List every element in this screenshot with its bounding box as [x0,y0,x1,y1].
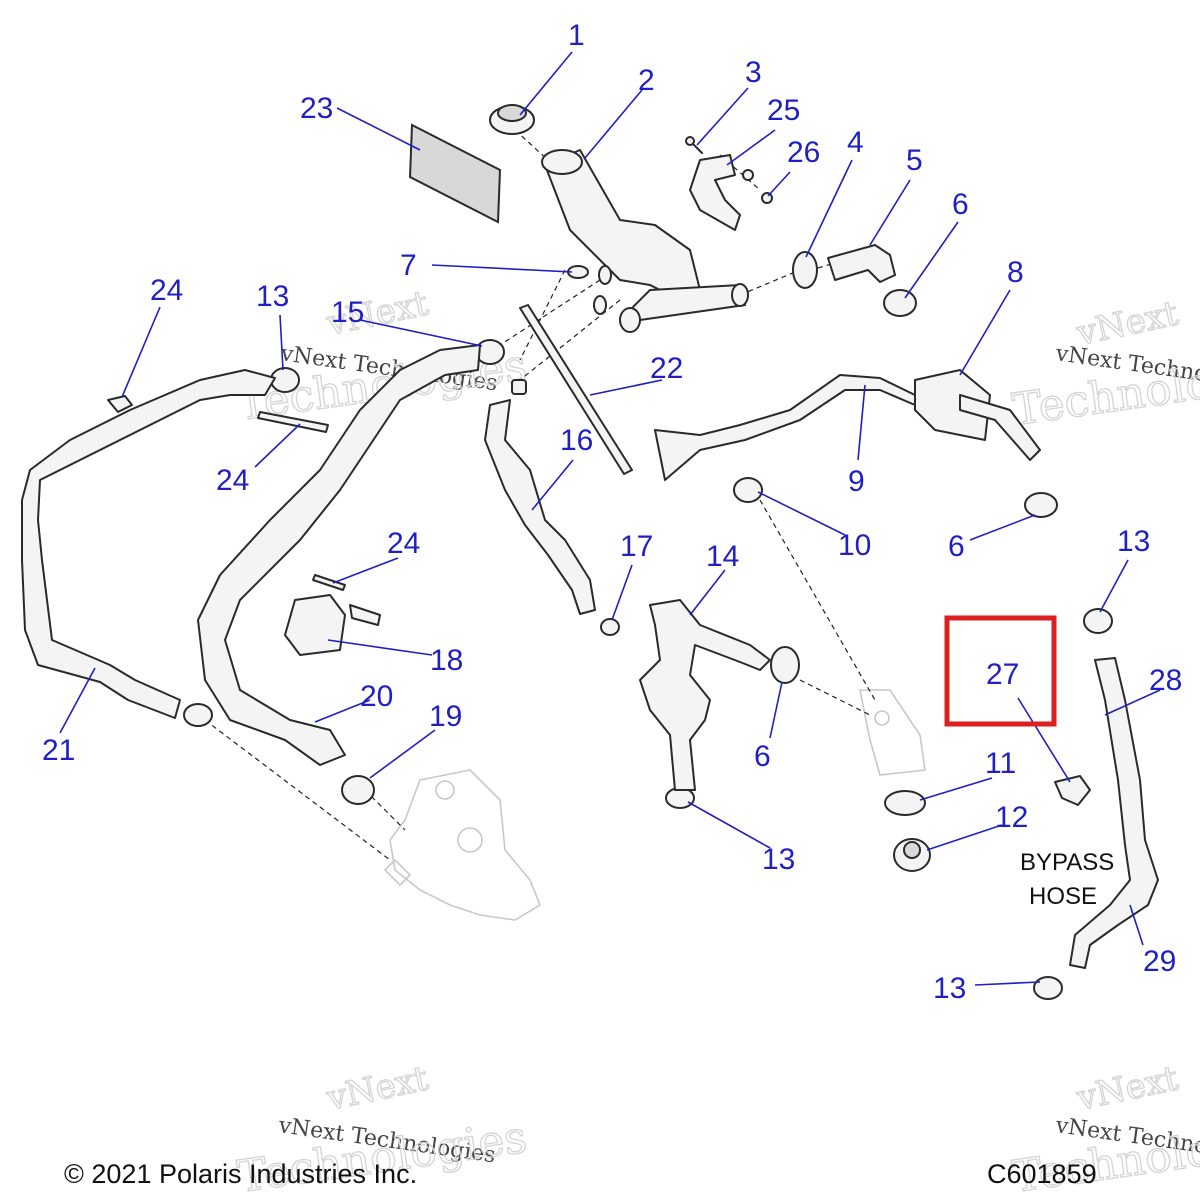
coolant-filler-housing [541,149,749,333]
callout-11: 11 [985,747,1016,780]
hose-clamp [883,289,917,317]
callout-28: 28 [1149,664,1182,697]
hose-clamp [341,775,375,805]
callout-15: 15 [331,296,364,329]
callout-27: 27 [986,658,1019,691]
callout-6b: 6 [948,530,965,563]
leader-lines [59,51,1161,986]
svg-text:vNext: vNext [1073,1058,1182,1119]
callout-26: 26 [787,136,820,169]
engine-housing-ghost [383,689,926,921]
small-clamp [567,265,612,315]
watermark-top-right: vNext vNext Technologies Technologies [1009,293,1200,437]
bypass-hose-note-line2: HOSE [1029,883,1097,910]
callout-16: 16 [560,424,593,457]
callout-6c: 6 [754,740,771,773]
callout-17: 17 [620,530,653,563]
callout-13c: 13 [762,843,795,876]
callout-19: 19 [429,700,462,733]
callout-1: 1 [568,19,585,52]
callout-18: 18 [430,644,463,677]
hose-clamp [1083,608,1113,634]
callout-25: 25 [767,94,800,127]
o-ring [884,790,926,816]
vent-tube [519,304,633,475]
hose-clamp [183,703,213,727]
callout-2: 2 [638,64,655,97]
label-plate [408,123,502,224]
vent-cap [511,379,527,395]
screw [685,136,703,154]
callout-20: 20 [360,680,393,713]
pressure-cap [489,104,535,135]
callout-9: 9 [848,465,865,498]
callout-3: 3 [745,56,762,89]
hose-cap [600,618,620,636]
callout-13b: 13 [1117,525,1150,558]
hose-clamp [733,477,763,503]
hose-clamp [1024,492,1058,518]
callout-5: 5 [906,144,923,177]
overflow-hose [654,374,916,481]
callout-21: 21 [42,734,75,767]
hose-clamp [792,251,818,289]
callout-8: 8 [1007,256,1024,289]
callout-6: 6 [952,188,969,221]
callout-13: 13 [256,280,289,313]
callout-23: 23 [300,92,333,125]
overflow-bottle [914,369,1041,461]
bypass-hose-note: BYPASS [1020,849,1114,876]
callout-4: 4 [847,126,864,159]
callout-14: 14 [706,540,739,573]
svg-text:vNext: vNext [323,1058,432,1119]
copyright: © 2021 Polaris Industries Inc. [64,1159,417,1189]
hose-clip [1054,775,1091,806]
mounting-bracket [689,154,741,231]
callout-24c: 24 [387,527,420,560]
vent-hose [484,399,596,615]
bypass-hose [1069,657,1159,969]
highlight-box [944,615,1057,727]
callout-13d: 13 [933,972,966,1005]
callout-29: 29 [1143,945,1176,978]
hose-clip [107,395,346,591]
radiator-hose-upper [197,344,481,766]
hose-clamp [1033,976,1063,1000]
nut [742,169,773,204]
callout-24b: 24 [216,464,249,497]
hose-clamp [270,367,300,393]
callout-7: 7 [400,249,417,282]
thermostat [893,838,931,872]
callout-12: 12 [995,801,1028,834]
callout-10: 10 [838,529,871,562]
callout-22: 22 [650,352,683,385]
diagram-id: C601859 [987,1159,1097,1189]
coolant-hose [639,599,771,791]
coolant-pipe [21,369,276,719]
callout-24: 24 [150,274,183,307]
hose-clamp [770,646,800,684]
elbow-hose [827,244,896,283]
